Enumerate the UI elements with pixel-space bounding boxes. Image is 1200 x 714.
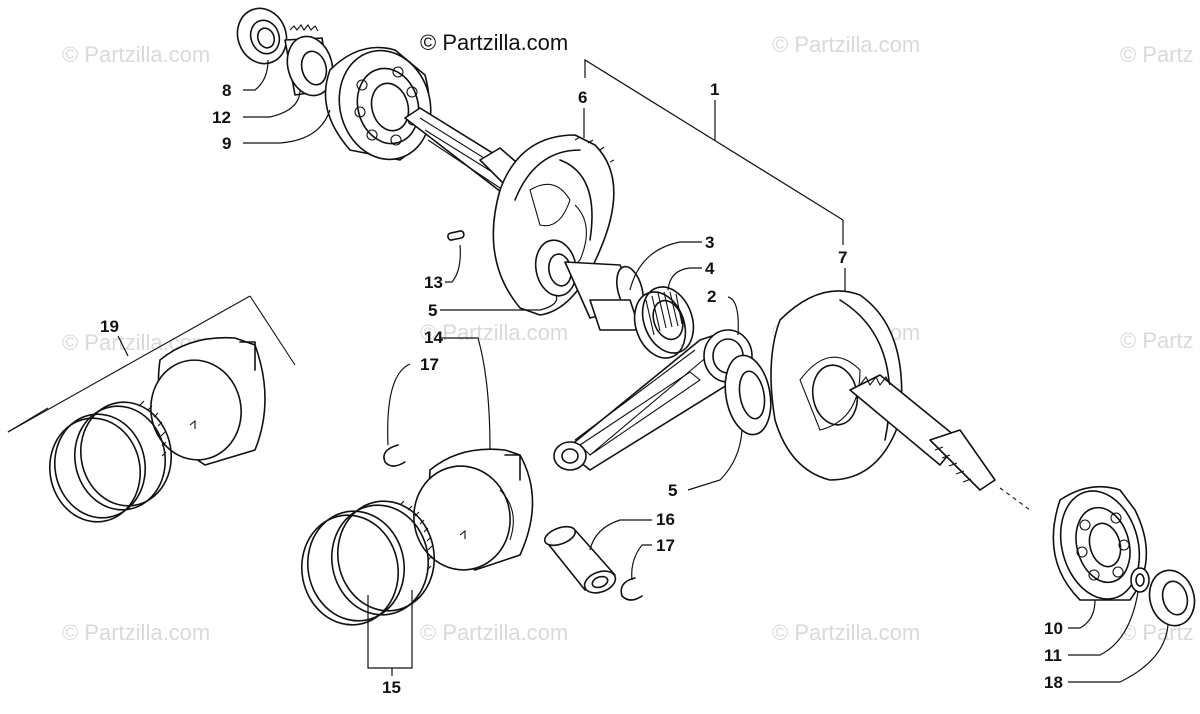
callout-14: 14 — [424, 328, 443, 347]
callout-labels: 1 6 7 8 12 9 3 4 2 13 5 14 17 19 5 16 17… — [100, 80, 1063, 697]
piston-kit-19 — [7, 295, 296, 523]
watermark: © Partzilla.com — [420, 620, 568, 645]
watermark: © Partzilla.com — [62, 620, 210, 645]
leader-lines — [117, 58, 1169, 683]
callout-5: 5 — [668, 481, 677, 500]
callout-7: 7 — [838, 248, 847, 267]
watermark: © Partzilla.com — [420, 320, 568, 345]
piston-pin-16 — [543, 525, 617, 594]
callout-5: 5 — [428, 301, 437, 320]
callout-1: 1 — [710, 80, 719, 99]
callout-13: 13 — [424, 273, 443, 292]
callout-2: 2 — [707, 287, 716, 306]
piston-14 — [413, 448, 534, 571]
callout-10: 10 — [1044, 619, 1063, 638]
watermark: © Partzilla.com — [772, 32, 920, 57]
callout-3: 3 — [705, 233, 714, 252]
oil-seal-8 — [236, 7, 288, 65]
callout-15: 15 — [382, 678, 401, 697]
callout-17: 17 — [656, 536, 675, 555]
callout-17: 17 — [420, 355, 439, 374]
watermark: © Partzilla.com — [772, 620, 920, 645]
bearing-9 — [324, 46, 432, 161]
watermark: © Partz — [1120, 42, 1194, 67]
callout-18: 18 — [1044, 673, 1063, 692]
circlip-17 — [383, 444, 406, 467]
bearing-10 — [1052, 485, 1148, 601]
callout-8: 8 — [222, 81, 231, 100]
crankshaft-left — [236, 7, 644, 331]
connecting-rod-2 — [553, 329, 753, 471]
crank-pin — [564, 261, 644, 331]
copyright-notice: © Partzilla.com — [420, 30, 568, 55]
flywheel-7 — [770, 290, 903, 481]
crankshaft-right — [724, 290, 1031, 511]
callout-11: 11 — [1044, 646, 1062, 665]
callout-12: 12 — [212, 108, 231, 127]
callout-16: 16 — [656, 510, 675, 529]
oil-seal-18 — [1148, 569, 1196, 627]
woodruff-key-13 — [447, 230, 465, 241]
piston-rings-15 — [300, 500, 436, 626]
watermark: © Partzilla.com — [62, 42, 210, 67]
callout-6: 6 — [578, 88, 587, 107]
callout-19: 19 — [100, 317, 119, 336]
shim-11 — [1130, 567, 1150, 593]
watermark: © Partz — [1120, 328, 1194, 353]
needle-bearing-4 — [633, 286, 695, 359]
callout-9: 9 — [222, 134, 231, 153]
callout-4: 4 — [705, 259, 715, 278]
thrust-washer-5 — [724, 354, 772, 436]
circlip-17 — [620, 577, 643, 601]
watermark-group: © Partzilla.com © Partzilla.com © Partz … — [62, 32, 1194, 645]
